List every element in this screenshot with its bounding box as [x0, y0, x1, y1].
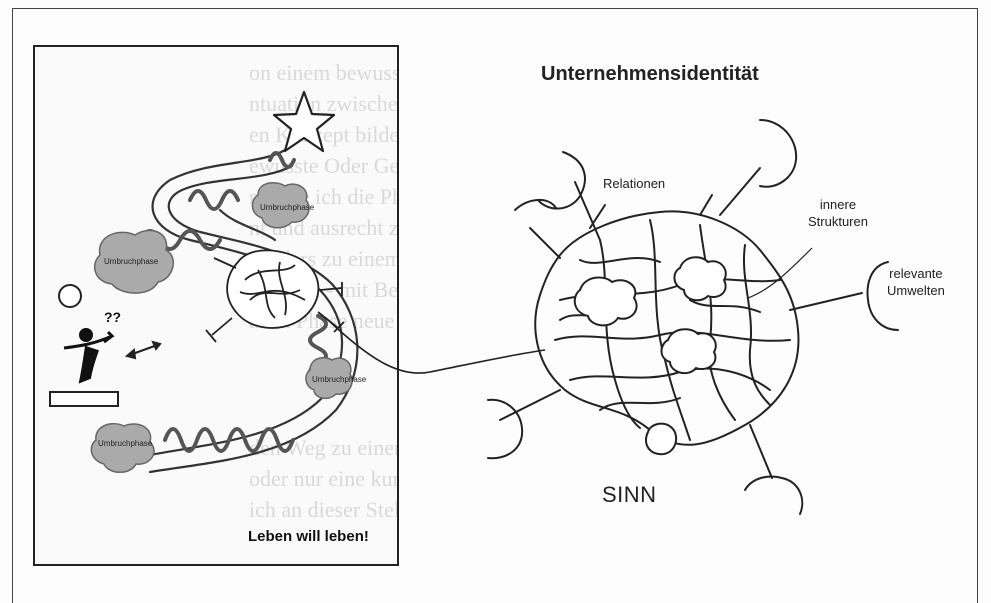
svg-text:??: ??: [104, 309, 121, 325]
phase-label: Umbruchphase: [104, 257, 159, 266]
connector-curve: [326, 318, 545, 373]
phase-blob-2: Umbruchphase: [252, 183, 314, 228]
label-relevante-umwelten: relevante Umwelten: [887, 265, 945, 299]
label-sinn: SINN: [602, 482, 657, 508]
phase-label: Umbruchphase: [312, 375, 367, 384]
phase-blob-1: Umbruchphase: [95, 230, 174, 293]
phase-blob-3: Umbruchphase: [306, 358, 367, 399]
phase-blob-4: Umbruchphase: [91, 424, 154, 473]
label-innere-strukturen: innere Strukturen: [808, 196, 868, 230]
phase-label: Umbruchphase: [260, 203, 315, 212]
identity-organism: [488, 120, 898, 514]
label-relationen: Relationen: [603, 175, 665, 192]
motto-text: Leben will leben!: [248, 528, 369, 545]
phase-label: Umbruchphase: [98, 439, 153, 448]
diagram-title: Unternehmensidentität: [541, 63, 759, 86]
star-icon: [274, 92, 334, 151]
label-pointers: [748, 248, 812, 298]
double-arrow-icon: [127, 342, 160, 358]
human-figure-icon: ??: [50, 285, 121, 406]
